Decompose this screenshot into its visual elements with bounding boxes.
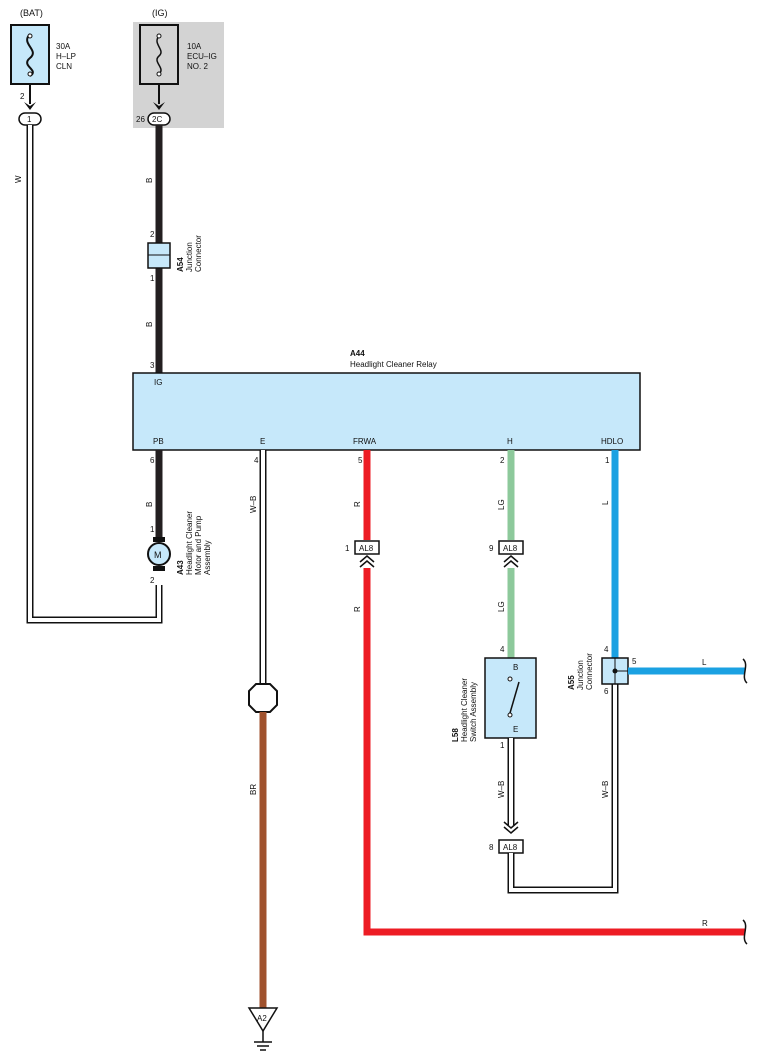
- fuse2-connector-label: 2C: [152, 115, 162, 124]
- a43-line3: Assembly: [203, 540, 212, 575]
- a44-terminal-e: E: [260, 437, 265, 446]
- wire-break-icon: [742, 919, 748, 945]
- l58-line1: Headlight Cleaner: [460, 678, 469, 742]
- motor-icon: [147, 542, 171, 566]
- wire-l2-label: L: [702, 658, 707, 667]
- a44-hdlo-pin: 1: [605, 456, 610, 465]
- wire-w-label: W: [14, 175, 23, 183]
- al8-pin-lg: 9: [489, 544, 494, 553]
- fuse-1-icon: [26, 33, 34, 77]
- l58-terminal-e: E: [513, 725, 518, 734]
- wire-b3-label: B: [145, 502, 154, 507]
- connector-chevron-icon: [503, 821, 519, 834]
- al8-pin-r: 1: [345, 544, 350, 553]
- a43-pin-top: 1: [150, 525, 155, 534]
- a43-code: A43: [176, 560, 185, 575]
- fuse2-name1: ECU–IG: [187, 52, 217, 61]
- a54-line2: Connector: [194, 235, 203, 272]
- al8-label-wb: AL8: [503, 843, 518, 852]
- a44-e-pin: 4: [254, 456, 259, 465]
- fuse2-amp: 10A: [187, 42, 202, 51]
- fuse-2-icon: [156, 35, 162, 75]
- wire-lg1-label: LG: [497, 499, 506, 510]
- a43-motor: M: [154, 550, 162, 560]
- wire-l1-label: L: [601, 500, 610, 505]
- a44-terminal-ig: IG: [154, 378, 162, 387]
- fuse2-name2: NO. 2: [187, 62, 208, 71]
- l58-terminal-b: B: [513, 663, 518, 672]
- switch-icon: [509, 681, 520, 714]
- wire-r1-label: R: [353, 501, 362, 507]
- a44-terminal-hdlo: HDLO: [601, 437, 623, 446]
- a44-terminal-h: H: [507, 437, 513, 446]
- a44-name: Headlight Cleaner Relay: [350, 360, 437, 369]
- al8-pin-wb: 8: [489, 843, 494, 852]
- l58-line2: Switch Assembly: [469, 682, 478, 742]
- a43-line2: Motor and Pump: [194, 515, 203, 575]
- fuse2-connector-arrow-icon: [153, 102, 165, 110]
- connector-chevron-icon: [503, 555, 519, 568]
- a54-pin-top: 2: [150, 230, 155, 239]
- a44-frwa-pin: 5: [358, 456, 363, 465]
- wire-lg2-label: LG: [497, 601, 506, 612]
- fuse1-pin: 2: [20, 92, 25, 101]
- a55-pin5: 5: [632, 657, 637, 666]
- bat-label: (BAT): [20, 8, 43, 18]
- wire-break-icon: [742, 658, 748, 684]
- fuse2-pin: 26: [136, 115, 145, 124]
- wire-b2-label: B: [145, 322, 154, 327]
- a55-line1: Junction: [576, 660, 585, 690]
- fuse1-name2: CLN: [56, 62, 72, 71]
- wire-b1-label: B: [145, 178, 154, 183]
- a54-code: A54: [176, 257, 185, 272]
- fuse1-connector-label: 1: [27, 115, 32, 124]
- ground-point-a2: [247, 1007, 279, 1033]
- a44-headlight-cleaner-relay: [132, 372, 641, 451]
- wire-wb1-label: W–B: [249, 496, 258, 513]
- l58-switch-assembly: [484, 657, 537, 739]
- ig-label: (IG): [152, 8, 168, 18]
- a44-code: A44: [350, 349, 365, 358]
- a44-ig-pin: 3: [150, 361, 155, 370]
- wire-r2-label: R: [353, 606, 362, 612]
- a55-line2: Connector: [585, 653, 594, 690]
- fuse1-name1: H–LP: [56, 52, 76, 61]
- a44-pb-pin: 6: [150, 456, 155, 465]
- a43-line1: Headlight Cleaner: [185, 511, 194, 575]
- fuse1-amp: 30A: [56, 42, 71, 51]
- wire-r3-label: R: [702, 919, 708, 928]
- connector-chevron-icon: [359, 555, 375, 568]
- al8-connector-lg: [498, 540, 524, 555]
- l58-pin-top: 4: [500, 645, 505, 654]
- a44-terminal-pb: PB: [153, 437, 164, 446]
- a55-code: A55: [567, 675, 576, 690]
- wire-wb3-label: W–B: [601, 781, 610, 798]
- wire-wb2-label: W–B: [497, 781, 506, 798]
- a54-pin-bottom: 1: [150, 274, 155, 283]
- a44-terminal-frwa: FRWA: [353, 437, 377, 446]
- junction-dot-icon: [612, 668, 618, 674]
- ground-splice: [248, 683, 278, 713]
- al8-connector-r: [354, 540, 380, 555]
- a55-pin4: 4: [604, 645, 609, 654]
- a44-h-pin: 2: [500, 456, 505, 465]
- wire-br-label: BR: [249, 784, 258, 795]
- fuse1-connector-arrow-icon: [24, 102, 36, 110]
- a55-pin6: 6: [604, 687, 609, 696]
- l58-code: L58: [451, 728, 460, 742]
- al8-label-r: AL8: [359, 544, 374, 553]
- a43-pin-bottom: 2: [150, 576, 155, 585]
- a54-line1: Junction: [185, 242, 194, 272]
- l58-pin-bottom: 1: [500, 741, 505, 750]
- ground-label: A2: [257, 1014, 267, 1023]
- al8-label-lg: AL8: [503, 544, 518, 553]
